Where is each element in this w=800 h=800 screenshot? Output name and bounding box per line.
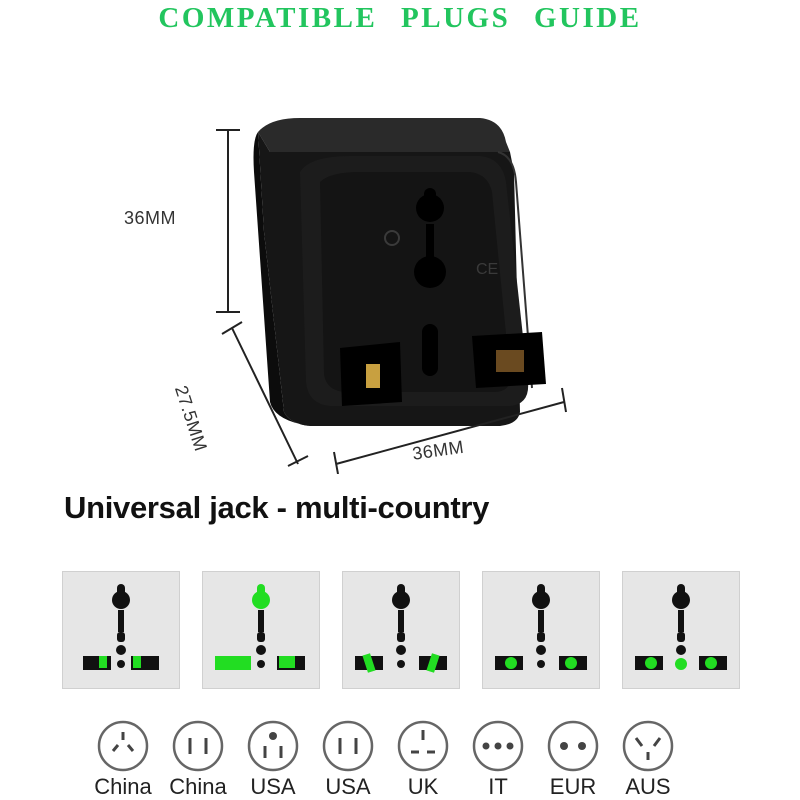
page-title: COMPATIBLE PLUGS GUIDE xyxy=(158,2,642,34)
depth-dimension-line xyxy=(221,321,309,467)
plug-outlet-icon-usa-1 xyxy=(247,720,299,772)
universal-socket-icon xyxy=(635,584,727,670)
subtitle: Universal jack - multi-country xyxy=(64,490,490,525)
universal-socket-icon xyxy=(83,584,159,670)
country-label-china-2: China xyxy=(169,774,227,799)
country-label-usa-1: USA xyxy=(250,774,296,799)
svg-text:CE: CE xyxy=(476,261,498,278)
plug-outlet-icon-eur xyxy=(547,720,599,772)
plug-outlet-icon-usa-2 xyxy=(322,720,374,772)
socket-tile-5 xyxy=(622,571,740,689)
country-plug-icons xyxy=(97,720,674,772)
height-label: 36MM xyxy=(124,208,177,228)
universal-adapter-image: CE xyxy=(253,118,546,426)
country-label-aus: AUS xyxy=(625,774,671,799)
socket-tile-1 xyxy=(62,571,180,689)
socket-tile-2 xyxy=(202,571,320,689)
country-label-eur: EUR xyxy=(549,774,597,799)
country-label-uk: UK xyxy=(407,774,439,799)
plug-outlet-icon-china-2 xyxy=(172,720,224,772)
socket-tile-4 xyxy=(482,571,600,689)
width-dimension-line xyxy=(333,387,567,474)
socket-tile-3 xyxy=(342,571,460,689)
plug-outlet-icon-aus xyxy=(622,720,674,772)
country-label-china-1: China xyxy=(94,774,152,799)
country-label-usa-2: USA xyxy=(325,774,371,799)
plug-outlet-icon-china-1 xyxy=(97,720,149,772)
height-dimension-line xyxy=(216,129,240,313)
plug-outlet-icon-uk xyxy=(397,720,449,772)
socket-tiles xyxy=(62,571,742,689)
universal-socket-icon xyxy=(355,584,447,673)
universal-socket-icon xyxy=(215,584,305,670)
universal-socket-icon xyxy=(495,584,587,670)
plug-outlet-icon-it xyxy=(472,720,524,772)
country-label-it: IT xyxy=(488,774,508,799)
